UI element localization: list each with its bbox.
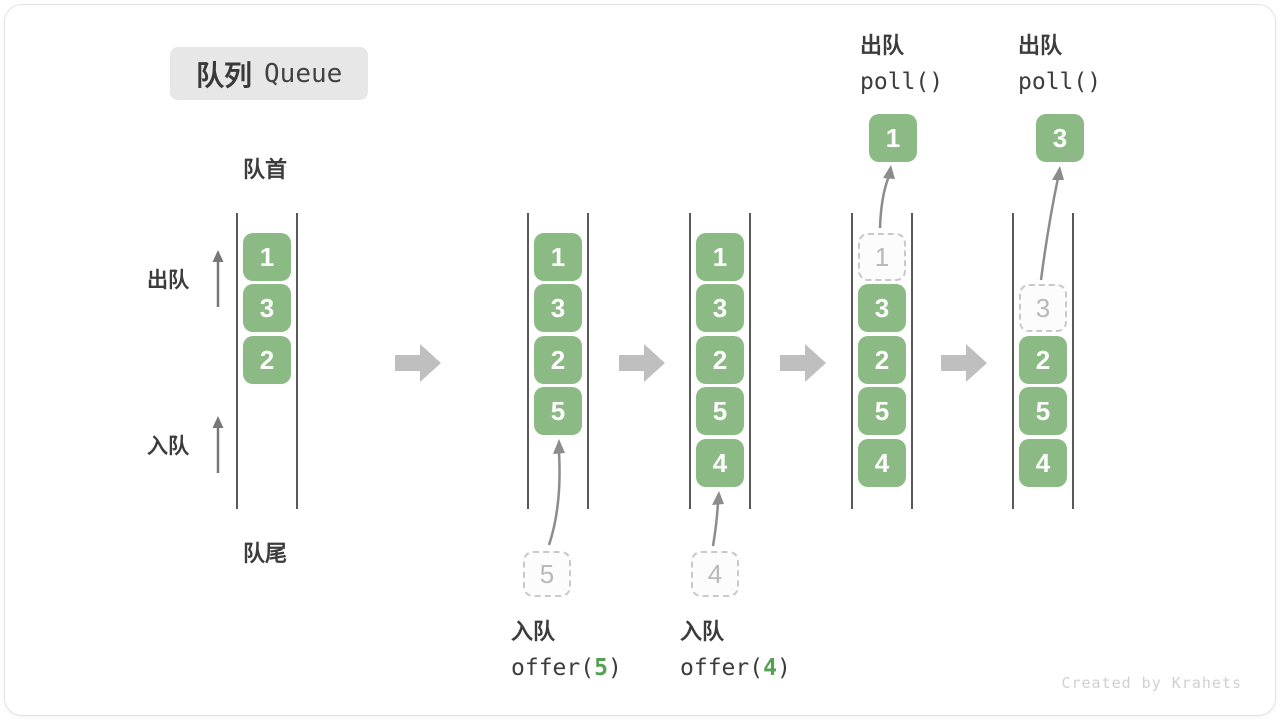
enqueue-side-label: 入队 bbox=[147, 435, 189, 458]
code-text: offer( bbox=[511, 655, 595, 681]
dequeue-side-label: 出队 bbox=[147, 269, 189, 292]
poll-1-operation: 出队 poll() bbox=[860, 28, 943, 95]
queue-cell: 2 bbox=[243, 336, 291, 384]
code-arg: 5 bbox=[594, 655, 608, 681]
popped-cell: 3 bbox=[1036, 114, 1084, 162]
queue-cell: 4 bbox=[696, 439, 744, 487]
code-text: ) bbox=[776, 655, 791, 681]
operation-code: offer(5) bbox=[511, 655, 622, 681]
queue-cell: 5 bbox=[1019, 387, 1067, 435]
offer-4-operation: 入队 offer(4) bbox=[680, 614, 791, 681]
queue-cell: 3 bbox=[534, 284, 582, 332]
queue-cell: 4 bbox=[858, 439, 906, 487]
removed-cell: 1 bbox=[858, 233, 906, 281]
curved-arrow-icon bbox=[1039, 166, 1064, 281]
queue-cell: 5 bbox=[858, 387, 906, 435]
code-text: offer( bbox=[680, 655, 764, 681]
operation-label: 出队 bbox=[860, 33, 905, 58]
block-arrow-icon bbox=[619, 344, 665, 382]
queue-state-5: 3 2 5 4 bbox=[1012, 213, 1074, 509]
queue-cell: 2 bbox=[696, 336, 744, 384]
curved-arrow-icon bbox=[547, 439, 565, 546]
queue-state-2: 1 3 2 5 bbox=[527, 213, 589, 509]
queue-state-1: 1 3 2 bbox=[236, 213, 298, 509]
title-zh: 队列 bbox=[196, 59, 253, 91]
queue-cell: 5 bbox=[534, 387, 582, 435]
queue-cell: 1 bbox=[696, 233, 744, 281]
up-arrow-icon bbox=[212, 416, 224, 473]
up-arrow-icon bbox=[212, 250, 224, 307]
block-arrow-icon bbox=[941, 344, 987, 382]
block-arrow-icon bbox=[395, 344, 441, 382]
queue-cell: 1 bbox=[534, 233, 582, 281]
queue-state-3: 1 3 2 5 4 bbox=[689, 213, 751, 509]
queue-cell: 1 bbox=[243, 233, 291, 281]
queue-cell: 3 bbox=[858, 284, 906, 332]
curved-arrow-icon bbox=[711, 491, 724, 547]
operation-label: 入队 bbox=[680, 619, 725, 644]
queue-front-label: 队首 bbox=[243, 157, 288, 182]
removed-cell: 3 bbox=[1019, 284, 1067, 332]
operation-code: offer(4) bbox=[680, 655, 791, 681]
queue-cell: 5 bbox=[696, 387, 744, 435]
popped-cell: 1 bbox=[869, 114, 917, 162]
pending-cell: 5 bbox=[523, 551, 571, 597]
operation-code: poll() bbox=[1018, 69, 1102, 95]
code-arg: 4 bbox=[763, 655, 777, 681]
title-en: Queue bbox=[264, 58, 343, 89]
queue-cell: 2 bbox=[858, 336, 906, 384]
pending-cell: 4 bbox=[691, 551, 739, 597]
operation-label: 出队 bbox=[1018, 33, 1063, 58]
offer-5-operation: 入队 offer(5) bbox=[511, 614, 622, 681]
queue-cell: 3 bbox=[243, 284, 291, 332]
code-text: ) bbox=[607, 655, 622, 681]
queue-cell: 2 bbox=[534, 336, 582, 384]
operation-label: 入队 bbox=[511, 619, 556, 644]
operation-code: poll() bbox=[860, 69, 944, 95]
queue-cell: 3 bbox=[696, 284, 744, 332]
curved-arrow-icon bbox=[878, 165, 895, 229]
title-badge: 队列 Queue bbox=[170, 47, 369, 100]
queue-cell: 2 bbox=[1019, 336, 1067, 384]
poll-3-operation: 出队 poll() bbox=[1018, 28, 1101, 95]
watermark: Created by Krahets bbox=[1061, 674, 1242, 692]
queue-state-4: 1 3 2 5 4 bbox=[851, 213, 913, 509]
block-arrow-icon bbox=[780, 344, 826, 382]
queue-cell: 4 bbox=[1019, 439, 1067, 487]
queue-rear-label: 队尾 bbox=[243, 541, 288, 566]
